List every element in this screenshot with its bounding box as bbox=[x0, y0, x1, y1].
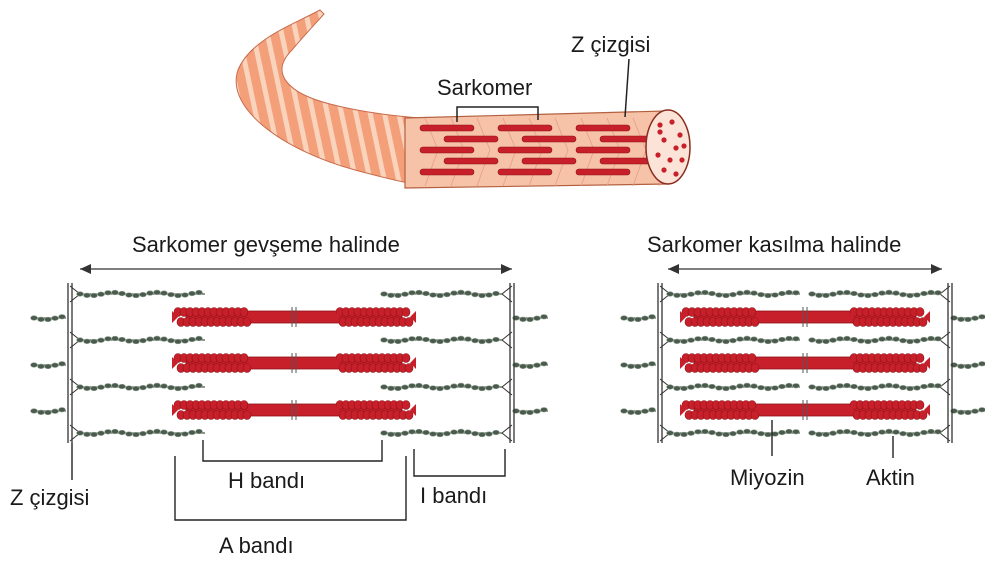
myofibril-rod bbox=[444, 136, 498, 142]
myofibril-rod bbox=[576, 147, 630, 153]
myofibril-rod bbox=[522, 158, 576, 164]
myosin-filament bbox=[680, 400, 930, 420]
actin-filament bbox=[809, 383, 942, 391]
h-band-bracket bbox=[203, 440, 382, 461]
myosin-filament bbox=[680, 307, 930, 327]
relaxed-span-arrow bbox=[80, 264, 512, 274]
actin-filament bbox=[31, 407, 66, 414]
a-band-label: A bandı bbox=[219, 533, 294, 558]
myosin-filament bbox=[172, 353, 416, 373]
i-band-label: I bandı bbox=[420, 483, 487, 508]
i-band-bracket bbox=[414, 449, 505, 476]
myofibril-rod bbox=[498, 147, 552, 153]
actin-filament bbox=[77, 290, 205, 298]
actin-filament bbox=[381, 290, 502, 298]
actin-filament bbox=[77, 383, 205, 391]
h-band-label: H bandı bbox=[228, 468, 305, 493]
myofibril-rod bbox=[420, 169, 474, 175]
actin-label: Aktin bbox=[866, 465, 915, 490]
relaxed-title: Sarkomer gevşeme halinde bbox=[132, 232, 400, 257]
actin-filament bbox=[77, 429, 205, 437]
actin-filament bbox=[667, 336, 800, 344]
actin-filament bbox=[381, 383, 502, 391]
myofibril-rod bbox=[420, 125, 474, 131]
actin-filament bbox=[809, 429, 942, 437]
z-line bbox=[658, 283, 662, 443]
actin-filament bbox=[951, 314, 985, 321]
myofibril-rod bbox=[522, 136, 576, 142]
contracted-span-arrow bbox=[668, 264, 942, 274]
actin-filament bbox=[951, 361, 985, 368]
actin-filament bbox=[381, 429, 502, 437]
myosin-filament bbox=[680, 353, 930, 373]
actin-filament bbox=[667, 383, 800, 391]
actin-filament bbox=[621, 314, 656, 321]
myofibril-rod bbox=[498, 169, 552, 175]
myosin-filament bbox=[172, 400, 416, 420]
myofibril-rod bbox=[600, 158, 654, 164]
z-line bbox=[510, 283, 514, 443]
contracted-title: Sarkomer kasılma halinde bbox=[647, 232, 901, 257]
actin-filament bbox=[809, 290, 942, 298]
myofibril-rod bbox=[576, 125, 630, 131]
myosin-filament bbox=[172, 307, 416, 327]
sarkomer-label: Sarkomer bbox=[437, 75, 532, 100]
myofibril-rod bbox=[498, 125, 552, 131]
actin-filament bbox=[31, 361, 66, 368]
actin-filament bbox=[513, 407, 548, 414]
actin-filament bbox=[809, 336, 942, 344]
z-line-top-pointer bbox=[625, 59, 629, 117]
contracted-sarcomere bbox=[621, 283, 985, 443]
actin-filament bbox=[951, 407, 985, 414]
actin-filament bbox=[513, 361, 548, 368]
actin-filament bbox=[31, 314, 66, 321]
z-line-bottom-label: Z çizgisi bbox=[10, 485, 89, 510]
relaxed-sarcomere bbox=[31, 283, 548, 443]
myosin-label: Miyozin bbox=[730, 465, 805, 490]
actin-filament bbox=[667, 290, 800, 298]
z-line bbox=[948, 283, 952, 443]
myofibril-rod bbox=[444, 158, 498, 164]
myofibril-rod bbox=[576, 169, 630, 175]
actin-filament bbox=[621, 407, 656, 414]
z-line bbox=[68, 283, 72, 443]
actin-filament bbox=[381, 336, 502, 344]
actin-filament bbox=[621, 361, 656, 368]
z-line-top-label: Z çizgisi bbox=[571, 32, 650, 57]
actin-filament bbox=[667, 429, 800, 437]
actin-filament bbox=[513, 314, 548, 321]
actin-filament bbox=[77, 336, 205, 344]
myofibril-rod bbox=[420, 147, 474, 153]
